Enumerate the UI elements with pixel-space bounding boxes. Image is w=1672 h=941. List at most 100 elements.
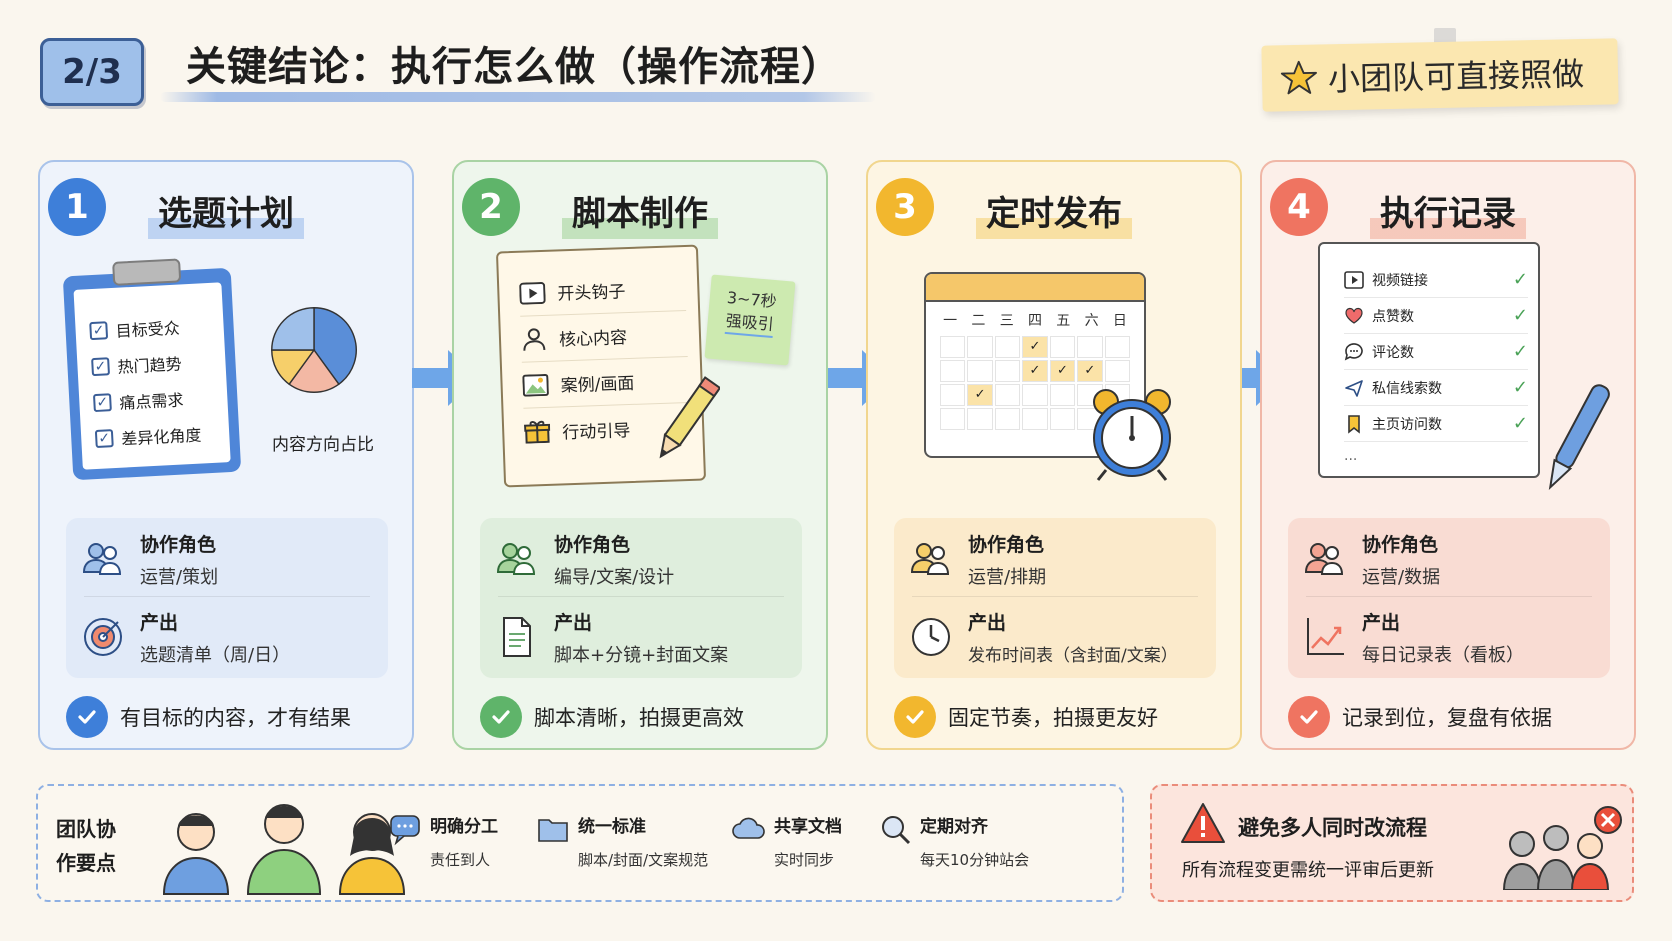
- tick-icon: ✓: [1512, 377, 1528, 398]
- clock-icon: [912, 618, 950, 656]
- checklist-item: ✓差异化角度: [94, 420, 222, 451]
- checkbox-icon: ✓: [92, 393, 112, 413]
- checkbox-icon: ✓: [89, 321, 109, 341]
- step-number: 3: [876, 178, 934, 236]
- badge-note: 小团队可直接照做: [1261, 38, 1619, 112]
- output-label: 产出: [968, 612, 1007, 634]
- comment-icon: [1344, 342, 1363, 360]
- calendar-cell: ✓: [1077, 360, 1103, 382]
- warning-icon: [1181, 803, 1225, 843]
- check-circle-icon: [480, 696, 522, 738]
- check-circle-icon: [894, 696, 936, 738]
- calendar-cell: [967, 336, 993, 358]
- star-icon: [1280, 60, 1317, 95]
- check-circle-icon: [66, 696, 108, 738]
- script-item: 行动引导: [523, 403, 691, 455]
- tick-icon: ✓: [1512, 269, 1528, 290]
- log-item: 私信线索数✓: [1344, 370, 1528, 406]
- tick-icon: ✓: [1512, 413, 1528, 434]
- clip-icon: [112, 258, 182, 286]
- play-icon: [1344, 270, 1364, 289]
- calendar-cell: [1049, 408, 1076, 430]
- folder-icon: [538, 819, 568, 842]
- pen-icon: [1548, 384, 1610, 491]
- check-circle-icon: [1288, 696, 1330, 738]
- page-title: 关键结论：执行怎么做（操作流程）: [186, 44, 842, 90]
- play-icon: [519, 281, 546, 305]
- log-item: 评论数✓: [1344, 334, 1528, 370]
- calendar-cell: [994, 384, 1021, 406]
- output-value: 每日记录表（看板）: [1362, 644, 1524, 666]
- tip-item: 统一标准脚本/封面/文案规范: [536, 812, 708, 870]
- script-illustration: 开头钩子 核心内容 案例/画面 行动引导: [495, 244, 707, 488]
- alarm-clock-icon: [1093, 389, 1171, 481]
- pie-label: 内容方向占比: [272, 435, 374, 455]
- cloud-icon: [732, 817, 765, 839]
- checklist-item: ✓痛点需求: [92, 385, 220, 416]
- calendar-cell: [994, 336, 1021, 358]
- warning-bar: 避免多人同时改流程 所有流程变更需统一评审后更新: [1150, 784, 1634, 902]
- script-item: 核心内容: [520, 310, 688, 363]
- calendar-cell: [1104, 336, 1130, 358]
- role-value: 运营/数据: [1362, 566, 1441, 588]
- page-indicator: 2/3: [40, 38, 144, 106]
- magnifier-icon: [882, 816, 911, 845]
- calendar-cell: [940, 384, 966, 406]
- step-card-1: 1 选题计划 ✓目标受众 ✓热门趋势 ✓痛点需求 ✓差异化角度 内容方向占比 协…: [38, 160, 414, 750]
- calendar-cell: [940, 336, 966, 358]
- checklist-item: ✓热门趋势: [91, 349, 218, 380]
- output-label: 产出: [554, 611, 593, 634]
- notebook-illustration: 视频链接✓ 点赞数✓ 评论数✓ 私信线索数✓ 主页访问数✓ ...: [1318, 242, 1540, 478]
- calendar-cell: [1049, 384, 1076, 406]
- script-item: 开头钩子: [518, 265, 687, 317]
- gift-icon: [524, 420, 551, 444]
- group-people-icon: [1502, 806, 1622, 890]
- role-label: 协作角色: [968, 533, 1045, 556]
- title-underline: [160, 92, 876, 102]
- result-line: 固定节奏，拍摄更友好: [894, 696, 1158, 738]
- pie-slice: [288, 348, 340, 393]
- team-tips-title: 团队协 作要点: [56, 817, 116, 875]
- calendar-cell: [967, 408, 993, 430]
- warning-title: 避免多人同时改流程: [1238, 816, 1427, 840]
- role-value: 编导/文案/设计: [554, 566, 675, 588]
- step-number: 4: [1270, 178, 1328, 236]
- document-icon: [503, 617, 531, 657]
- result-line: 有目标的内容，才有结果: [66, 696, 351, 738]
- step-card-2: 2 脚本制作 开头钩子 核心内容 案例/画面 行动引导 3~7秒 强吸引: [452, 160, 828, 750]
- result-line: 记录到位，复盘有依据: [1288, 696, 1552, 738]
- role-label: 协作角色: [140, 533, 217, 556]
- sticky-note-small: 3~7秒 强吸引: [704, 274, 796, 366]
- calendar-cell: [994, 360, 1021, 382]
- calendar-cell: ✓: [1022, 360, 1048, 382]
- send-icon: [1345, 379, 1363, 397]
- checkbox-icon: ✓: [94, 429, 114, 449]
- log-item: 主页访问数✓: [1344, 406, 1528, 442]
- tick-icon: ✓: [1512, 305, 1528, 326]
- info-box: 协作角色运营/数据 产出每日记录表（看板）: [1288, 518, 1610, 678]
- team-tips-bar: 团队协 作要点 明确分工责任到人 统一标准脚本/封面/文案规范 共享文档实时同步…: [36, 784, 1124, 902]
- calendar-cell: [1022, 384, 1048, 406]
- heart-icon: [1345, 307, 1363, 324]
- script-item: 案例/画面: [521, 356, 690, 409]
- warning-desc: 所有流程变更需统一评审后更新: [1182, 860, 1434, 881]
- role-label: 协作角色: [554, 533, 631, 556]
- step-number: 1: [48, 178, 106, 236]
- calendar-cell: [1022, 408, 1048, 430]
- output-label: 产出: [1362, 611, 1401, 634]
- pie-slice: [313, 307, 357, 386]
- log-item: 视频链接✓: [1344, 262, 1528, 298]
- people-icon: [496, 543, 536, 575]
- role-value: 运营/策划: [140, 566, 219, 588]
- calendar-cell: [967, 360, 993, 382]
- step-title: 选题计划: [148, 186, 304, 239]
- calendar-cell: [1049, 336, 1076, 358]
- calendar-cell: ✓: [1049, 360, 1076, 382]
- chat-bubble-icon: [390, 815, 420, 846]
- checkbox-icon: ✓: [91, 357, 111, 377]
- trend-chart-icon: [1307, 618, 1344, 655]
- calendar-cell: ✓: [967, 384, 993, 406]
- bookmark-icon: [1348, 414, 1360, 434]
- calendar-cell: [1104, 360, 1130, 382]
- step-title: 定时发布: [976, 186, 1132, 239]
